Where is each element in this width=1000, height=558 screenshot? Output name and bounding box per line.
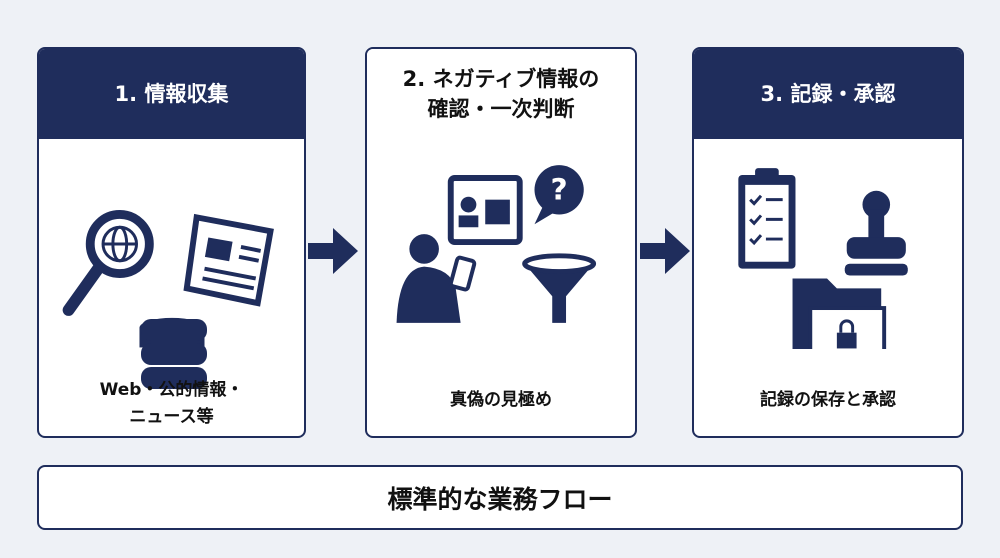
step-2-icons: ? [396, 165, 597, 323]
step-2-caption: 真偽の見極め [450, 390, 552, 410]
step-2-card: 2. ネガティブ情報の確認・一次判断 ? 真偽の見極め [365, 47, 637, 438]
magnifier-globe-icon [62, 210, 154, 316]
arrow-right-icon [308, 228, 358, 274]
step-1-caption-line1: Web・公的情報・ [99, 380, 244, 400]
person-with-tablet-icon [396, 234, 477, 323]
step-3-caption: 記録の保存と承認 [760, 390, 896, 410]
step-2-title-line2: 確認・一次判断 [427, 97, 575, 121]
locked-folder-icon [792, 278, 887, 349]
arrow-right-icon [640, 228, 690, 274]
svg-text:?: ? [551, 173, 568, 207]
step-1-title: 1. 情報収集 [39, 49, 304, 139]
funnel-icon [522, 253, 597, 323]
step-2-title: 2. ネガティブ情報の確認・一次判断 [367, 49, 635, 139]
step-1-caption-line2: ニュース等 [129, 407, 214, 427]
newspaper-icon [183, 213, 274, 307]
step-3-icons [738, 168, 908, 349]
clipboard-checklist-icon [738, 168, 796, 269]
step-3-title: 3. 記録・承認 [694, 49, 962, 139]
question-bubble-icon: ? [534, 165, 584, 225]
footer-title: 標準的な業務フロー [37, 465, 963, 530]
step-1-card: 1. 情報収集 Web・公的情報・ ニュース等 [37, 47, 306, 438]
step-3-card: 3. 記録・承認 記録の保存と承認 [692, 47, 964, 438]
stamp-icon [844, 190, 908, 276]
profile-screen-icon [447, 175, 523, 245]
step-2-title-line1: 2. ネガティブ情報の [402, 67, 600, 91]
database-stack-icon [141, 319, 207, 389]
